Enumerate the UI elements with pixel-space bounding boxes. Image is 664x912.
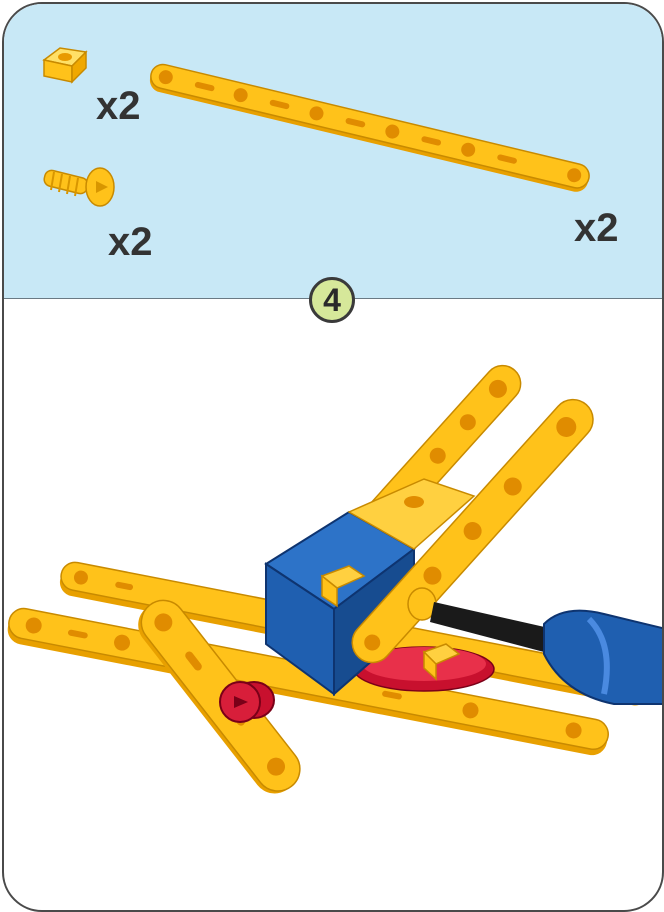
upright-strip-front bbox=[351, 398, 594, 664]
screwdriver-icon bbox=[430, 602, 662, 705]
blue-bracket bbox=[264, 510, 416, 697]
metal-strip-icon bbox=[149, 63, 590, 192]
square-nut-icon bbox=[42, 47, 88, 84]
red-plate bbox=[353, 646, 495, 692]
nut-quantity: x2 bbox=[96, 84, 141, 128]
strip-quantity: x2 bbox=[574, 206, 619, 250]
top-plate bbox=[347, 478, 476, 550]
screw-quantity: x2 bbox=[108, 220, 153, 264]
base-strip-back bbox=[59, 561, 652, 706]
upright-strip-back bbox=[340, 364, 522, 562]
step-number-badge: 4 bbox=[309, 277, 355, 323]
pivot-strip bbox=[138, 599, 301, 794]
screw-icon bbox=[43, 167, 115, 207]
parts-list-panel: x2 x2 x2 bbox=[4, 4, 662, 299]
red-knob bbox=[219, 681, 275, 723]
parts-illustration bbox=[42, 47, 590, 207]
square-nut bbox=[320, 565, 366, 608]
screw-head bbox=[407, 587, 461, 681]
base-strip-front bbox=[7, 607, 609, 756]
